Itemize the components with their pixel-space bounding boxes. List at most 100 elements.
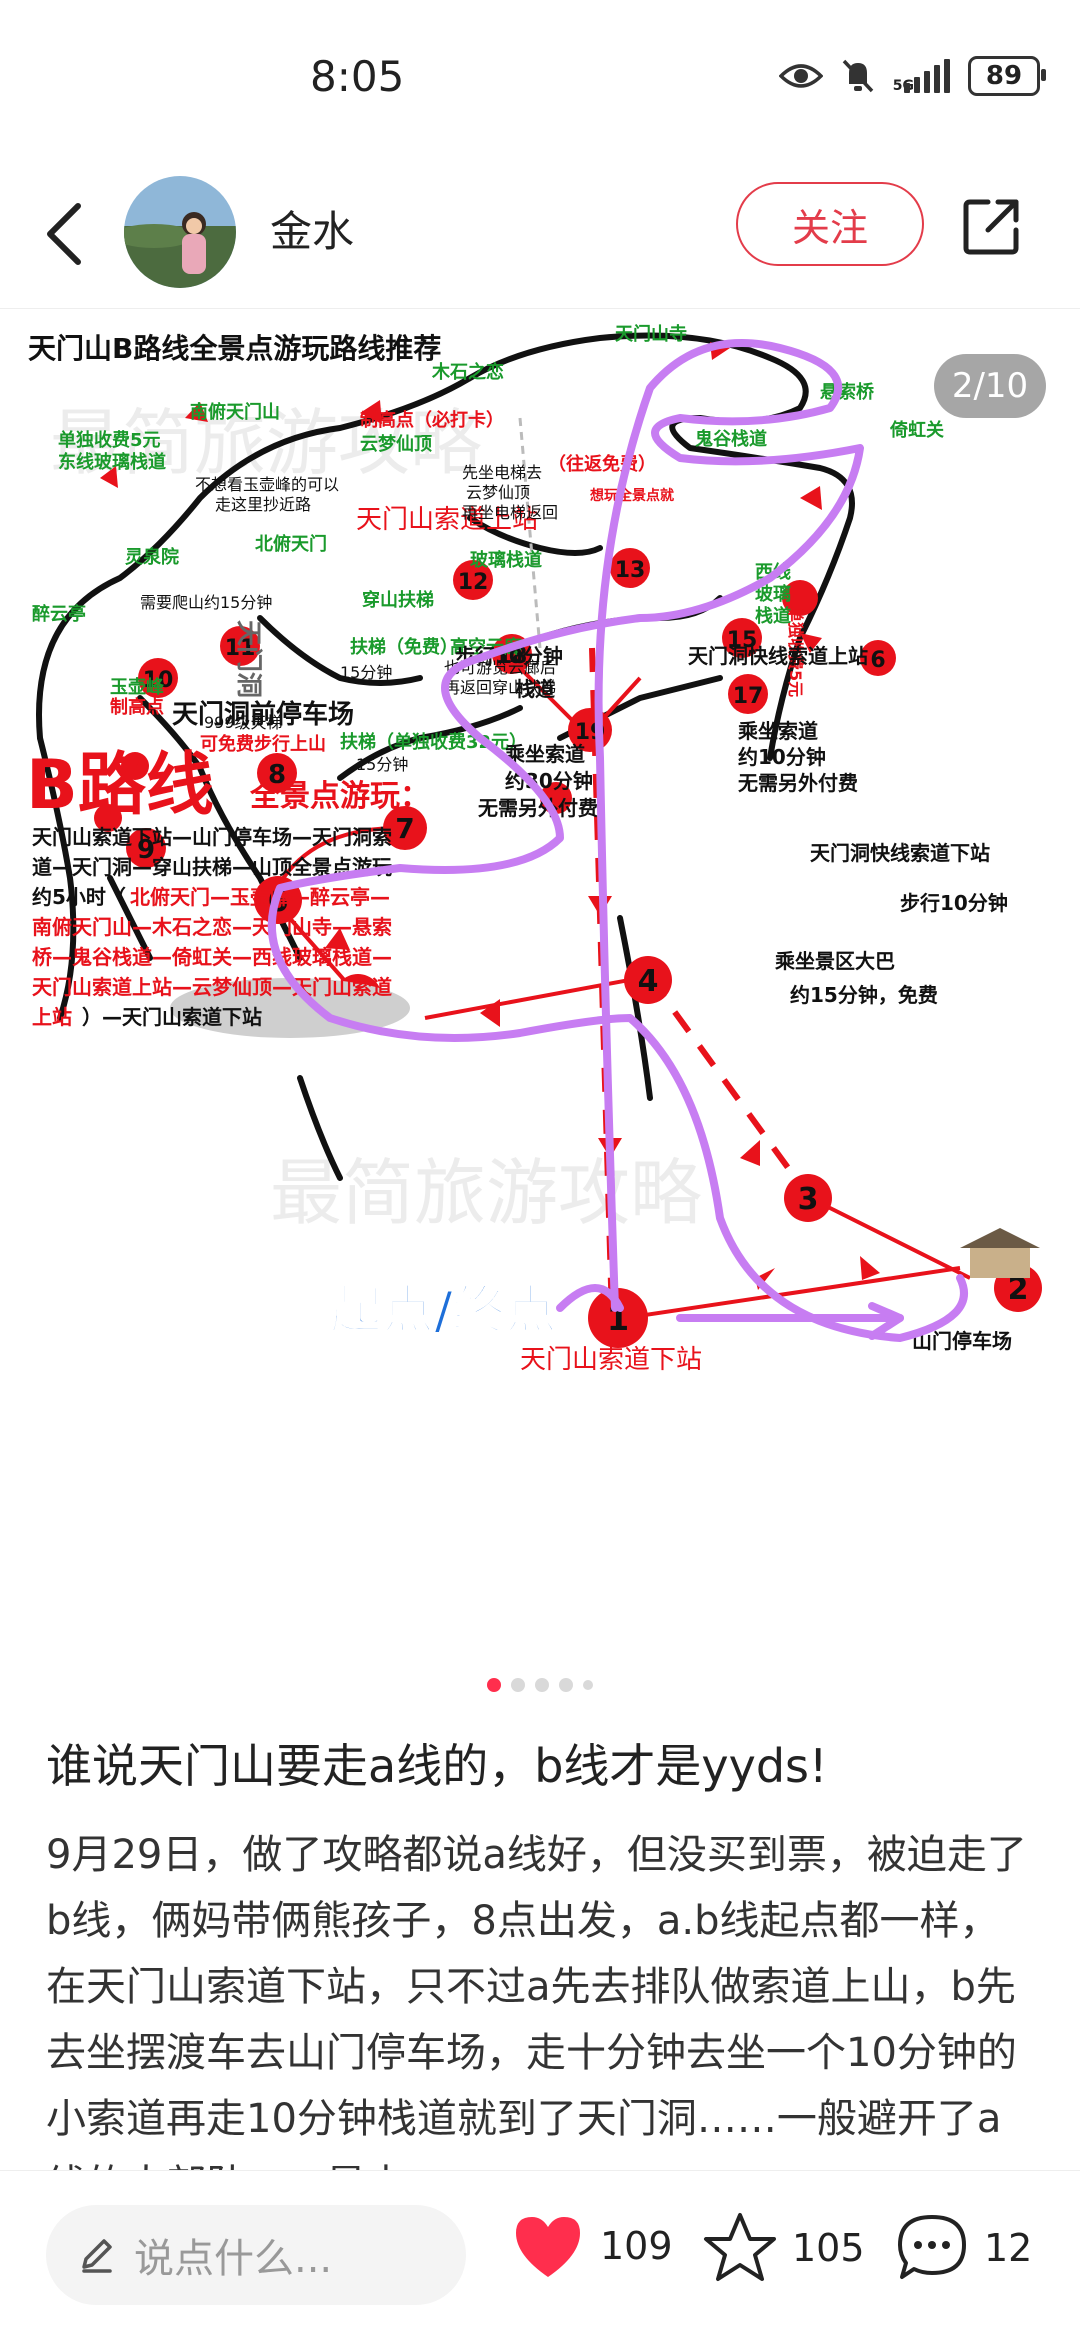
comment-input[interactable]: 说点什么... xyxy=(46,2205,466,2305)
star-icon xyxy=(704,2213,776,2281)
marker-15: 15 xyxy=(722,618,762,658)
avatar-image xyxy=(124,176,236,288)
label-cable30c: 无需另外付费 xyxy=(478,796,598,820)
label-wantall: 想玩全景点就 xyxy=(589,487,674,504)
mute-bell-icon xyxy=(842,59,874,93)
svg-text:6: 6 xyxy=(870,648,885,673)
label-15: 鬼谷栈道 xyxy=(695,428,767,450)
carousel-dot-3[interactable] xyxy=(535,1678,549,1692)
label-longmen: 玻璃栈道 xyxy=(470,549,542,571)
route-heading: B路线 xyxy=(26,746,214,825)
carousel-dot-2[interactable] xyxy=(511,1678,525,1692)
marker-13: 13 xyxy=(610,548,650,588)
svg-text:11: 11 xyxy=(225,636,256,661)
label-esc-free: 扶梯（免费） xyxy=(350,636,458,658)
label-roundtrip: （往返免费） xyxy=(548,453,656,475)
svg-text:10: 10 xyxy=(143,668,174,693)
comment-button[interactable]: 12 xyxy=(894,2211,1032,2285)
post-image[interactable]: 最简旅游攻略 最简旅游攻略 天门山B路线全景点游玩路线推荐 xyxy=(0,318,1080,1580)
watermark-top: 最简旅游攻略 xyxy=(50,401,482,485)
carousel-dot-4[interactable] xyxy=(559,1678,573,1692)
signal-icon xyxy=(904,59,950,93)
follow-button[interactable]: 关注 xyxy=(736,182,924,266)
pavilion-icon xyxy=(960,1228,1040,1278)
svg-text:8: 8 xyxy=(268,760,286,790)
map-title: 天门山B路线全景点游玩路线推荐 xyxy=(28,332,441,365)
pencil-icon xyxy=(82,2239,112,2273)
label-bus-b: 约15分钟，免费 xyxy=(790,983,938,1007)
label-elevator: 先坐电梯去 xyxy=(462,463,542,482)
label-3: 天门洞快线索道下站 xyxy=(810,841,990,865)
like-count: 109 xyxy=(600,2224,673,2268)
status-icons: 5G 89 xyxy=(778,56,1046,96)
label-9: 玉壶峰 xyxy=(110,676,165,698)
marker-9: 9 xyxy=(126,828,166,868)
share-icon[interactable] xyxy=(960,194,1024,258)
marker-lingquan xyxy=(121,752,149,780)
route-desc-red-4: 天门山索道上站—云梦仙顶—天门山索道 xyxy=(32,975,392,999)
label-18b: 云梦仙顶 xyxy=(360,433,432,455)
label-1: 天门山索道下站 xyxy=(520,1345,702,1375)
start-end-label: 起点/终点 xyxy=(330,1281,557,1341)
marker-17: 17 xyxy=(728,674,768,714)
label-elevator-c: 再坐电梯返回 xyxy=(462,503,558,522)
label-16: 倚虹关 xyxy=(889,419,944,441)
carousel-dot-1[interactable] xyxy=(487,1678,501,1692)
label-cable10a: 乘坐索道 xyxy=(737,719,818,743)
marker-11: 11 xyxy=(220,626,260,666)
label-11: 南俯天门山 xyxy=(190,401,280,423)
label-steps999: 999级天梯 xyxy=(204,713,283,732)
comment-placeholder: 说点什么... xyxy=(134,2236,333,2282)
clock: 8:05 xyxy=(310,52,405,101)
marker-12: 12 xyxy=(453,560,493,600)
svg-text:4: 4 xyxy=(638,964,659,999)
marker-4: 4 xyxy=(624,956,672,1004)
label-noyuhu-b: 走这里抄近路 xyxy=(215,495,311,514)
label-8: 北俯天门 xyxy=(255,533,327,555)
comment-count: 12 xyxy=(984,2226,1033,2270)
battery-icon: 89 xyxy=(968,56,1046,96)
back-icon[interactable] xyxy=(36,196,96,272)
label-12: 木石之恋 xyxy=(431,361,504,383)
svg-text:7: 7 xyxy=(395,812,414,845)
label-noyuhu: 不想看玉壶峰的可以 xyxy=(195,475,339,494)
avatar[interactable] xyxy=(124,176,236,288)
author-name[interactable]: 金水 xyxy=(270,207,355,256)
svg-text:12: 12 xyxy=(458,570,489,595)
label-14: 悬索桥 xyxy=(819,381,875,403)
label-bus-a: 乘坐景区大巴 xyxy=(774,949,895,973)
label-10b: 东线玻璃栈道 xyxy=(58,451,166,473)
label-cable30a: 乘坐索道 xyxy=(504,742,585,766)
carousel-dots xyxy=(0,1678,1080,1692)
label-18: 制高点（必打卡） xyxy=(360,409,504,431)
comment-bubble-icon xyxy=(898,2215,966,2279)
label-climb15: 需要爬山约15分钟 xyxy=(140,593,272,612)
star-button[interactable]: 105 xyxy=(702,2211,865,2285)
label-esc-15: 15分钟 xyxy=(340,663,392,682)
svg-text:2: 2 xyxy=(1008,1272,1029,1307)
label-esc-paid-15: 15分钟 xyxy=(356,755,408,774)
marker-14 xyxy=(782,580,818,616)
like-button[interactable]: 109 xyxy=(510,2211,673,2281)
marker-10: 10 xyxy=(138,658,178,698)
svg-text:9: 9 xyxy=(137,835,155,865)
star-count: 105 xyxy=(792,2226,865,2270)
label-plank: 栈道 xyxy=(515,677,555,701)
bottom-action-bar: 说点什么... 109 105 12 xyxy=(0,2170,1080,2341)
carousel-dot-5[interactable] xyxy=(583,1680,593,1690)
route-heading-suffix: 全景点游玩： xyxy=(249,779,430,814)
post-header: 金水 关注 xyxy=(0,160,1080,309)
marker-8: 8 xyxy=(257,753,297,793)
hand-drawn-route xyxy=(267,339,968,1342)
label-10: 单独收费5元 xyxy=(58,429,161,451)
marker-16: 6 xyxy=(860,640,896,676)
battery-level: 89 xyxy=(985,61,1023,91)
label-elevator-b: 云梦仙顶 xyxy=(466,483,530,502)
label-13: 天门山寺 xyxy=(615,323,687,345)
label-cable10b: 约10分钟 xyxy=(738,745,826,769)
svg-text:13: 13 xyxy=(615,558,646,583)
label-9b: 制高点 xyxy=(110,696,164,718)
label-17c: 栈道 xyxy=(755,605,791,627)
watermark-bottom: 最简旅游攻略 xyxy=(270,1151,702,1235)
route-map: 最简旅游攻略 最简旅游攻略 天门山B路线全景点游玩路线推荐 xyxy=(26,323,1042,1375)
